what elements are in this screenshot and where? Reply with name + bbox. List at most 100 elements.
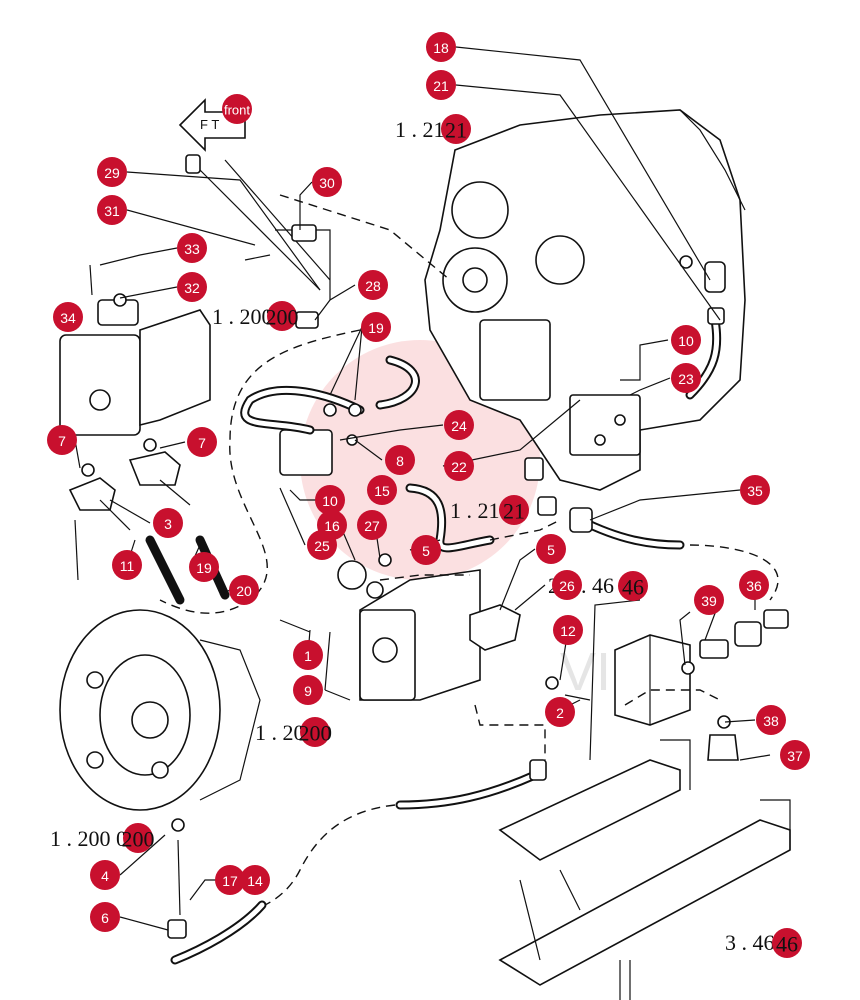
svg-text:33: 33 — [184, 241, 200, 257]
axle-housing — [59, 609, 261, 811]
svg-text:4: 4 — [101, 868, 109, 884]
ref-label: 1 . 200 0 — [50, 826, 127, 851]
callout-badge: 7 — [187, 427, 217, 457]
svg-text:34: 34 — [60, 310, 76, 326]
callout-badge: 17 — [215, 865, 245, 895]
svg-text:20: 20 — [236, 583, 252, 599]
callout-badge: 18 — [426, 32, 456, 62]
callout-badge: 19 — [361, 312, 391, 342]
callout-badge: 11 — [112, 550, 142, 580]
ref-label: 1 . 200 — [212, 304, 273, 329]
svg-text:11: 11 — [120, 558, 135, 574]
callout-badge: 4 — [90, 860, 120, 890]
hose-lower — [167, 759, 547, 965]
front-label: front — [224, 103, 250, 118]
svg-text:28: 28 — [365, 278, 381, 294]
ref-tag: 46 — [622, 575, 644, 600]
svg-text:23: 23 — [678, 371, 694, 387]
svg-text:22: 22 — [451, 459, 467, 475]
callout-badge: 35 — [740, 475, 770, 505]
connectors-right — [614, 609, 789, 761]
callout-badge: 10 — [315, 485, 345, 515]
ref-label: 1 . 21 — [450, 498, 500, 523]
callout-badge: 38 — [756, 705, 786, 735]
callout-badge: 20 — [229, 575, 259, 605]
svg-text:37: 37 — [787, 748, 803, 764]
svg-text:17: 17 — [222, 873, 238, 889]
svg-text:15: 15 — [374, 483, 390, 499]
pump-lower — [279, 553, 591, 701]
callout-badge: 21 — [426, 70, 456, 100]
callout-badge: 31 — [97, 195, 127, 225]
callout-badge: 32 — [177, 272, 207, 302]
front-arrow: F T front — [178, 94, 252, 152]
svg-text:7: 7 — [58, 433, 66, 449]
callout-badge: 24 — [444, 410, 474, 440]
callout-badge: 36 — [739, 570, 769, 600]
chassis-frame — [498, 739, 791, 1000]
svg-text:10: 10 — [678, 333, 694, 349]
callout-badge: 23 — [671, 363, 701, 393]
svg-text:21: 21 — [433, 78, 449, 94]
valve-block — [240, 355, 420, 476]
svg-text:16: 16 — [324, 518, 340, 534]
svg-text:5: 5 — [547, 542, 555, 558]
callout-badge: 3 — [153, 508, 183, 538]
ref-tag: 46 — [776, 932, 798, 957]
callout-badge: 22 — [444, 451, 474, 481]
callout-badge: 37 — [780, 740, 810, 770]
svg-text:8: 8 — [396, 453, 404, 469]
control-rods — [89, 154, 331, 329]
callout-badge: 14 — [240, 865, 270, 895]
callout-badge: 39 — [694, 585, 724, 615]
svg-text:29: 29 — [104, 165, 120, 181]
callout-badge: 5 — [536, 534, 566, 564]
callout-badge: 7 — [47, 425, 77, 455]
callout-badge: 10 — [671, 325, 701, 355]
svg-text:2: 2 — [556, 705, 564, 721]
front-badge — [222, 94, 252, 124]
reference-labels: 1 . 21 1 21 1 . 200 200 1 . 21 21 2 3 . … — [50, 114, 802, 958]
svg-text:12: 12 — [560, 623, 576, 639]
callout-badge: 6 — [90, 902, 120, 932]
callout-badge: 2 — [545, 697, 575, 727]
svg-text:3: 3 — [164, 516, 172, 532]
callout-badge: 34 — [53, 302, 83, 332]
svg-text:36: 36 — [746, 578, 762, 594]
svg-text:10: 10 — [322, 493, 338, 509]
callout-badge: 26 — [552, 570, 582, 600]
callout-badge: 9 — [293, 675, 323, 705]
svg-text:27: 27 — [364, 518, 380, 534]
svg-text:31: 31 — [104, 203, 120, 219]
svg-text:5: 5 — [422, 543, 430, 559]
callout-badge: 5 — [411, 535, 441, 565]
callout-badge: 33 — [177, 233, 207, 263]
svg-text:26: 26 — [559, 578, 575, 594]
flanges-left — [68, 438, 191, 581]
svg-text:35: 35 — [747, 483, 763, 499]
ref-tag: 21 — [503, 499, 525, 524]
svg-text:30: 30 — [319, 175, 335, 191]
ref-tag: 200 — [299, 721, 332, 746]
front-arrow-letters: F T — [200, 117, 219, 132]
svg-text:1: 1 — [304, 648, 312, 664]
svg-text:7: 7 — [198, 435, 206, 451]
svg-text:19: 19 — [368, 320, 384, 336]
svg-text:38: 38 — [763, 713, 779, 729]
ref-tag: 200 — [266, 305, 299, 330]
callout-badge: 27 — [357, 510, 387, 540]
svg-text:19: 19 — [196, 560, 212, 576]
callout-badge: 8 — [385, 445, 415, 475]
callout-badge: 25 — [307, 530, 337, 560]
callout-badges: 18 21 29 30 31 33 28 32 34 19 10 23 24 7… — [47, 32, 810, 932]
callout-badge: 28 — [358, 270, 388, 300]
callout-badge: 29 — [97, 157, 127, 187]
svg-text:25: 25 — [314, 538, 330, 554]
svg-text:9: 9 — [304, 683, 312, 699]
callout-badge: 15 — [367, 475, 397, 505]
pump-upper — [59, 293, 211, 436]
callout-badge: 1 — [293, 640, 323, 670]
svg-text:39: 39 — [701, 593, 717, 609]
callout-badge: 12 — [553, 615, 583, 645]
